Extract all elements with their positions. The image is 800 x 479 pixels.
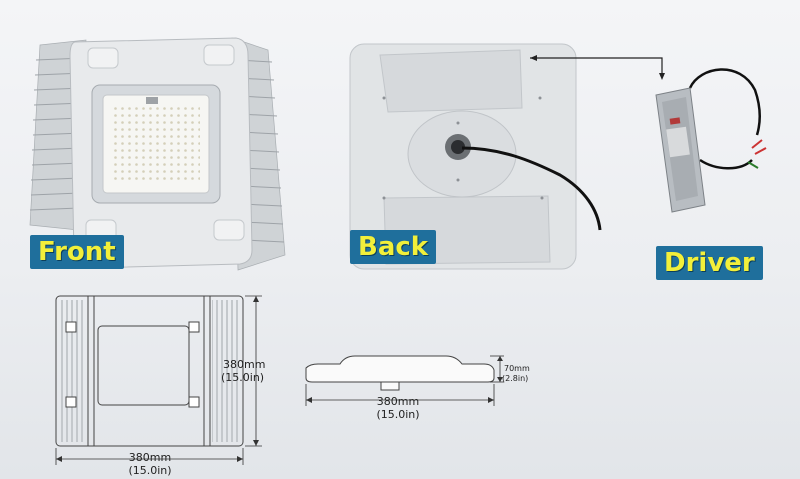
front-label: Front <box>30 235 124 269</box>
front-height-in: (15.0in) <box>221 371 265 384</box>
side-width-mm: 380mm <box>376 395 420 408</box>
front-width-in: (15.0in) <box>128 464 172 477</box>
side-height-mm: 70mm <box>504 364 530 373</box>
side-width-in: (15.0in) <box>376 408 420 421</box>
back-label: Back <box>350 230 437 264</box>
front-width-mm: 380mm <box>128 451 172 464</box>
driver-label: Driver <box>656 246 763 280</box>
side-height-in: (2.8in) <box>502 374 529 383</box>
front-height-mm: 380mm <box>223 358 266 371</box>
